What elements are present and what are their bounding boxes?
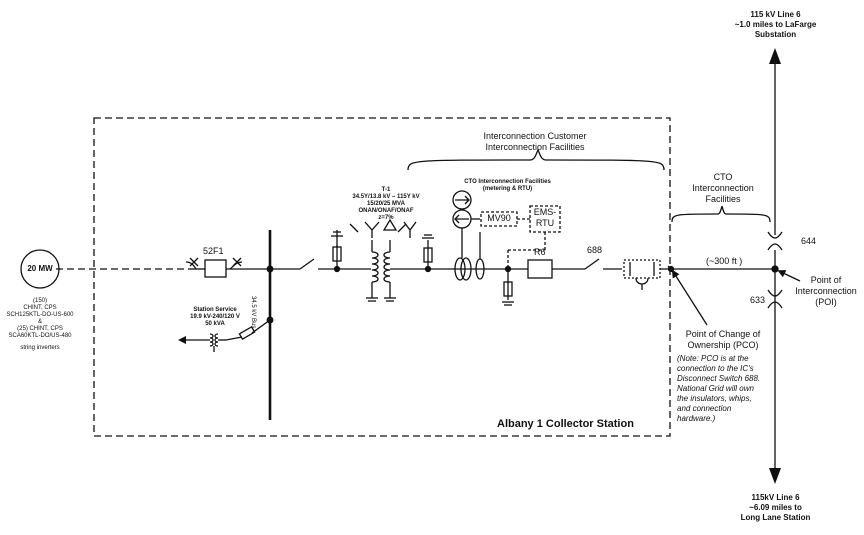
- generator-detail-5: (25) CHINT, CPS: [17, 326, 63, 332]
- pco-note-3: Disconnect Switch 688.: [677, 374, 761, 383]
- ems-rtu-label-1: EMS-: [533, 207, 557, 217]
- generator-circle: [20, 249, 60, 289]
- station-service-label-2: 19.9 kV-240/120 V: [190, 314, 240, 320]
- transformer-label-3: 15/20/25 MVA: [367, 201, 405, 207]
- generator-rating: 20 MW: [27, 264, 53, 273]
- bus-label: 34.5 kV Bus: [250, 296, 256, 329]
- cto-facilities-label-2: Interconnection: [692, 183, 754, 193]
- station-name: Albany 1 Collector Station: [497, 418, 634, 430]
- pco-note-6: and connection: [677, 404, 732, 413]
- ems-rtu-label-2: RTU: [535, 218, 555, 228]
- ems-rtu-label: EMS- RTU: [530, 207, 560, 229]
- breaker-label: 52F1: [203, 246, 224, 256]
- pco-label-2: Ownership (PCO): [687, 340, 759, 350]
- switch-644-symbol: [767, 231, 783, 300]
- station-service-label: Station Service 19.9 kV-240/120 V 50 kVA: [180, 307, 250, 328]
- poi-label-2: Interconnection: [795, 286, 857, 296]
- line-north-label-2: ~1.0 miles to LaFarge: [734, 20, 817, 29]
- customer-facilities-label-1: Interconnection Customer: [483, 131, 587, 141]
- poi-label-3: (POI): [815, 297, 837, 307]
- pco-label-1: Point of Change of: [685, 329, 761, 339]
- line-north-label: 115 kV Line 6 ~1.0 miles to LaFarge Subs…: [728, 10, 823, 40]
- generator-detail-6: SCA60KTL-DO/US-480: [8, 333, 72, 339]
- transformer-label-4: ONAN/ONAF/ONAF: [358, 208, 414, 214]
- breaker-52f1-symbol: [185, 257, 243, 278]
- line-south-label: 115kV Line 6 ~6.09 miles to Long Lane St…: [728, 493, 823, 523]
- cto-metering-label-2: (metering & RTU): [482, 186, 533, 192]
- arrester-2-symbol: [422, 234, 434, 269]
- recloser-label: R6: [534, 247, 546, 257]
- pco-note-5: the insulators, whips,: [677, 394, 752, 403]
- cto-metering-label-1: CTO Interconnection Facilities: [464, 179, 551, 185]
- generator-details: (150) CHINT, CPS SCH125KTL-DO-US-600 & (…: [2, 298, 78, 352]
- cto-brace: [671, 205, 771, 223]
- poi-label-1: Point of: [810, 275, 842, 285]
- distance-label: (~300 ft ): [706, 256, 743, 266]
- poi-label: Point of Interconnection (POI): [790, 275, 862, 308]
- transformer-label-2: 34.5Y/13.8 kV – 115Y kV: [352, 194, 420, 200]
- line-south-label-2: ~6.09 miles to: [749, 503, 802, 512]
- pco-note-2: connection to the IC's: [677, 364, 754, 373]
- pco-note-7: hardware.): [677, 414, 716, 423]
- generator-detail-4: &: [37, 319, 42, 325]
- cto-metering-label: CTO Interconnection Facilities (metering…: [450, 179, 565, 193]
- recloser-r6-symbol: [527, 259, 553, 279]
- cto-facilities-label: CTO Interconnection Facilities: [680, 172, 766, 205]
- line-south-label-3: Long Lane Station: [740, 513, 811, 522]
- connection-hardware-symbol: [623, 259, 661, 290]
- station-boundary: [93, 117, 671, 437]
- transformer-label: T-1 34.5Y/13.8 kV – 115Y kV 15/20/25 MVA…: [343, 187, 429, 222]
- customer-facilities-label-2: Interconnection Facilities: [485, 142, 585, 152]
- generator-detail-2: CHINT, CPS: [23, 305, 57, 311]
- line-north-label-3: Substation: [754, 30, 797, 39]
- station-service-label-1: Station Service: [193, 307, 237, 313]
- customer-facilities-label: Interconnection Customer Interconnection…: [455, 131, 615, 153]
- cto-facilities-label-1: CTO: [713, 172, 733, 182]
- station-service-symbol: [178, 319, 271, 352]
- poi-pointer: [777, 270, 801, 282]
- generator-detail-3: SCH125KTL-DO-US-600: [6, 312, 74, 318]
- pco-label: Point of Change of Ownership (PCO) (Note…: [677, 329, 769, 424]
- pco-note-4: National Grid will own: [677, 384, 754, 393]
- transformer-label-1: T-1: [381, 187, 391, 193]
- pco-pointer: [671, 269, 708, 326]
- switch-688-label: 688: [587, 245, 603, 255]
- pco-note-1: (Note: PCO is at the: [677, 354, 749, 363]
- switch-633-symbol: [767, 289, 783, 309]
- switch-633-label: 633: [750, 295, 766, 305]
- instrument-transformers-symbol: [454, 232, 485, 281]
- line-south-label-1: 115kV Line 6: [751, 493, 800, 502]
- arrester-3-symbol: [502, 269, 514, 306]
- cto-facilities-label-3: Facilities: [705, 194, 741, 204]
- generator-detail-1: (150): [32, 298, 47, 304]
- generator-detail-7: string inverters: [20, 345, 60, 351]
- line-north-label-1: 115 kV Line 6: [750, 10, 801, 19]
- arrester-1-symbol: [331, 230, 343, 270]
- transformer-t1-symbol: [349, 218, 417, 302]
- mv90-label: MV90: [487, 213, 511, 223]
- customer-brace: [407, 148, 665, 171]
- switch-688-symbol: [584, 258, 600, 270]
- meter-symbols: [452, 190, 480, 232]
- switch-644-label: 644: [801, 236, 817, 246]
- station-service-label-3: 50 kVA: [205, 321, 225, 327]
- transformer-label-5: z=7%: [378, 215, 394, 221]
